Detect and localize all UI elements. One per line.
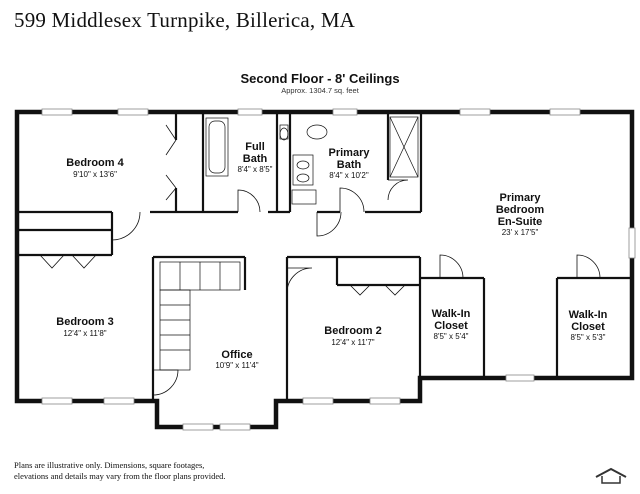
room-name-full-bath-line2: Bath: [243, 153, 268, 165]
room-name-primary-suite-line2: Bedroom: [496, 204, 545, 216]
room-dims-office: 10'9" x 11'4": [215, 361, 258, 370]
windows: [41, 108, 636, 431]
bath-fixtures: [205, 116, 419, 205]
disclaimer-line-2: elevations and details may vary from the…: [14, 470, 226, 481]
room-name-walkin1-line2: Closet: [434, 320, 468, 332]
room-dims-walkin1: 8'5" x 5'4": [434, 332, 469, 341]
stairs: [159, 261, 241, 371]
room-name-walkin2-line2: Closet: [571, 321, 605, 333]
room-dims-primary-suite: 23' x 17'5": [502, 228, 539, 237]
room-name-primary-bath-line1: Primary: [329, 147, 371, 159]
room-name-walkin2-line1: Walk-In: [569, 309, 608, 321]
approx-area: Approx. 1304.7 sq. feet: [281, 86, 359, 95]
room-name-primary-suite-line1: Primary: [500, 192, 542, 204]
room-name-primary-suite-line3: En-Suite: [498, 216, 543, 228]
room-dims-primary-bath: 8'4" x 10'2": [329, 171, 369, 180]
room-name-primary-bath-line2: Bath: [337, 159, 362, 171]
room-name-full-bath-line1: Full: [245, 141, 265, 153]
floor-title: Second Floor - 8' Ceilings: [240, 71, 400, 86]
house-logo-icon: [595, 467, 627, 484]
room-name-bedroom2: Bedroom 2: [324, 325, 381, 337]
room-name-walkin1-line1: Walk-In: [432, 308, 471, 320]
room-dims-walkin2: 8'5" x 5'3": [571, 333, 606, 342]
room-name-bedroom4: Bedroom 4: [66, 157, 124, 169]
plan-disclaimer: Plans are illustrative only. Dimensions,…: [14, 460, 226, 481]
room-dims-bedroom2: 12'4" x 11'7": [331, 338, 374, 347]
room-name-office: Office: [221, 349, 252, 361]
interior-walls: [17, 114, 632, 401]
room-dims-bedroom3: 12'4" x 11'8": [63, 329, 106, 338]
room-dims-full-bath: 8'4" x 8'5": [238, 165, 273, 174]
room-dims-bedroom4: 9'10" x 13'6": [73, 170, 117, 179]
disclaimer-line-1: Plans are illustrative only. Dimensions,…: [14, 460, 205, 470]
door-swings: [39, 124, 601, 396]
property-address: 599 Middlesex Turnpike, Billerica, MA: [14, 8, 356, 32]
room-name-bedroom3: Bedroom 3: [56, 316, 113, 328]
